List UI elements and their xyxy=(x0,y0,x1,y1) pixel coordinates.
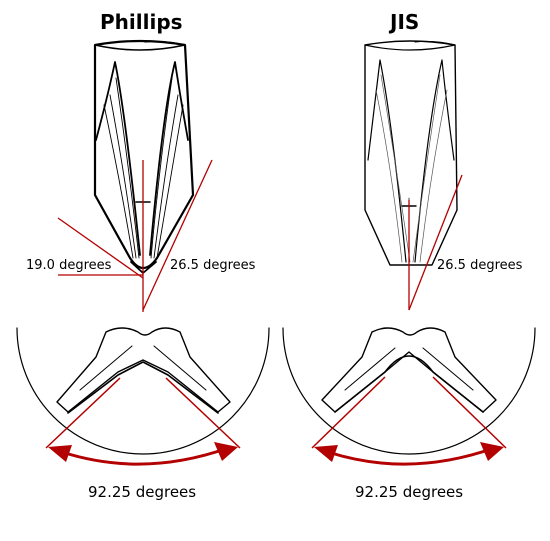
phillips-angle-lines xyxy=(57,159,213,312)
phillips-tip-side-view xyxy=(93,39,195,274)
phillips-title: Phillips xyxy=(100,10,183,34)
phillips-cross-angle-label: 92.25 degrees xyxy=(88,483,197,501)
phillips-angle-right-label: 26.5 degrees xyxy=(170,258,256,273)
phillips-angle-left-label: 19.0 degrees xyxy=(26,258,112,273)
phillips-cross-angle-marks xyxy=(45,377,241,466)
jis-cross-angle-label: 92.25 degrees xyxy=(355,483,464,501)
jis-title: JIS xyxy=(390,10,420,34)
jis-cross-section xyxy=(282,327,536,455)
jis-angle-right-label: 26.5 degrees xyxy=(437,258,523,273)
jis-cross-angle-marks xyxy=(311,376,507,466)
jis-tip-side-view xyxy=(364,40,458,266)
jis-angle-lines xyxy=(408,174,463,311)
phillips-cross-section xyxy=(16,327,270,455)
